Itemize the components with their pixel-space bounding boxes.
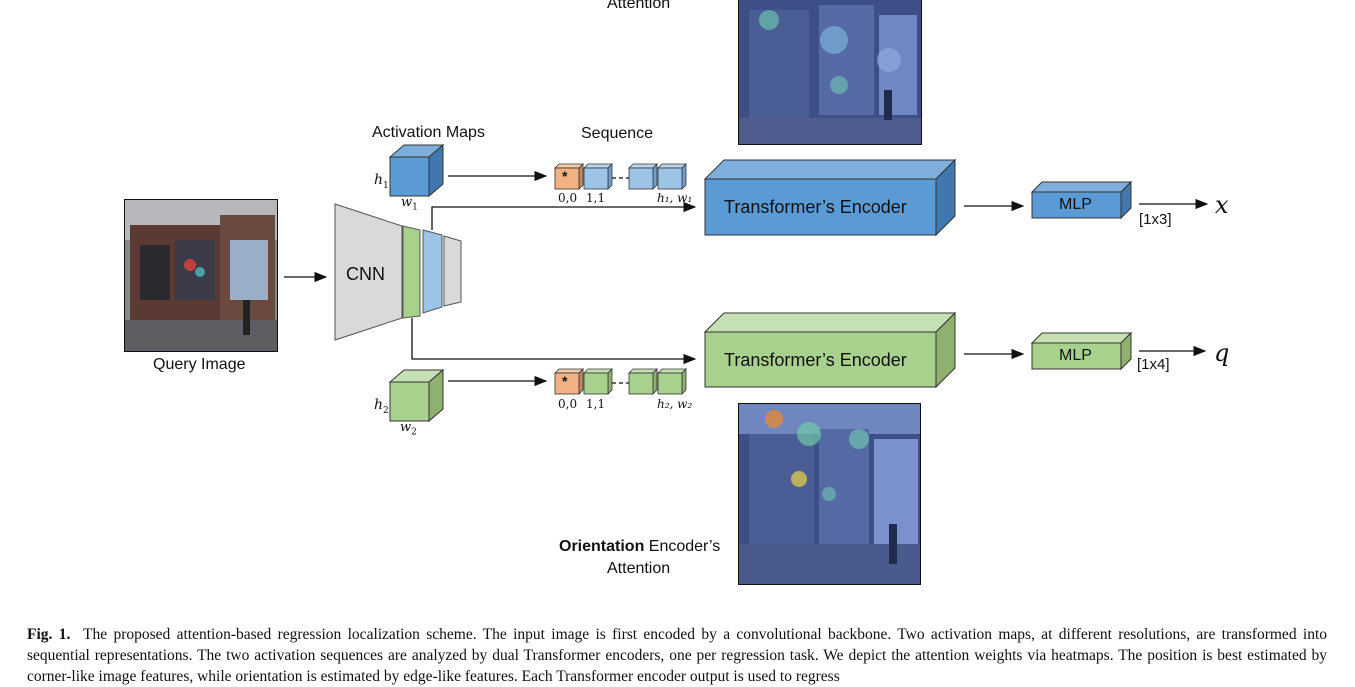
token-bottom-2 xyxy=(628,368,658,395)
caption-text: The proposed attention-based regression … xyxy=(27,626,1328,685)
position-attention-label: Attention xyxy=(607,0,671,12)
output-position-symbol: x xyxy=(1215,191,1229,219)
query-image xyxy=(124,199,278,352)
caption-label: Fig. 1. xyxy=(27,626,71,643)
diagram-canvas xyxy=(284,143,1209,423)
seq-bottom-index-last: h₂, w₂ xyxy=(657,397,693,411)
cnn-block xyxy=(334,203,403,341)
token-bottom-1 xyxy=(583,368,613,395)
token-bottom-last xyxy=(657,368,687,395)
cnn-gray-layer xyxy=(443,235,462,307)
orientation-attention-label-line2: Attention xyxy=(607,560,671,577)
output-top-dim: [1x3] xyxy=(1139,211,1172,228)
sequence-top xyxy=(554,163,687,190)
output-orientation-symbol: q xyxy=(1214,339,1230,367)
orientation-attention-label: Orientation Encoder’s xyxy=(559,538,721,555)
w1-label: w1 xyxy=(401,195,418,213)
seq-top-index-0: 0,0 xyxy=(558,191,578,205)
cnn-blue-layer xyxy=(422,229,443,314)
arrow-cnn-to-encoder-bottom xyxy=(411,318,697,365)
h1-label: h1 xyxy=(374,172,389,191)
mlp-bottom-label: MLP xyxy=(1059,347,1092,364)
token-class-top xyxy=(554,163,584,190)
token-class-bottom xyxy=(554,368,584,395)
mlp-bottom-box xyxy=(1030,331,1133,371)
encoder-bottom-box xyxy=(703,311,957,389)
orientation-attention-heatmap xyxy=(738,403,921,585)
query-image-label: Query Image xyxy=(153,356,246,373)
seq-top-index-last: h₁, w₁ xyxy=(657,191,693,205)
mlp-top-box xyxy=(1030,180,1133,220)
arrow-cnn-to-encoder-top xyxy=(431,201,697,230)
encoder-top-box xyxy=(703,158,957,237)
encoder-top-label: Transformer’s Encoder xyxy=(724,197,907,217)
seq-bottom-index-0: 0,0 xyxy=(558,397,578,411)
activation-map-cube-top xyxy=(388,143,445,198)
position-attention-heatmap xyxy=(738,0,922,145)
class-token-star-bottom: * xyxy=(562,373,568,389)
token-top-1 xyxy=(583,163,613,190)
h2-label: h2 xyxy=(374,397,389,416)
seq-bottom-index-1: 1,1 xyxy=(586,397,606,411)
token-top-last xyxy=(657,163,687,190)
activation-maps-label: Activation Maps xyxy=(372,124,485,141)
mlp-top-label: MLP xyxy=(1059,196,1092,213)
w2-label: w2 xyxy=(400,420,417,438)
output-bottom-dim: [1x4] xyxy=(1137,356,1170,373)
token-top-2 xyxy=(628,163,658,190)
sequence-bottom xyxy=(554,368,687,395)
activation-map-cube-bottom xyxy=(388,368,445,423)
sequence-label: Sequence xyxy=(581,125,654,142)
cnn-label: CNN xyxy=(346,264,385,284)
class-token-star-top: * xyxy=(562,168,568,184)
seq-top-index-1: 1,1 xyxy=(586,191,606,205)
encoder-bottom-label: Transformer’s Encoder xyxy=(724,350,907,370)
cnn-green-layer xyxy=(402,225,421,319)
